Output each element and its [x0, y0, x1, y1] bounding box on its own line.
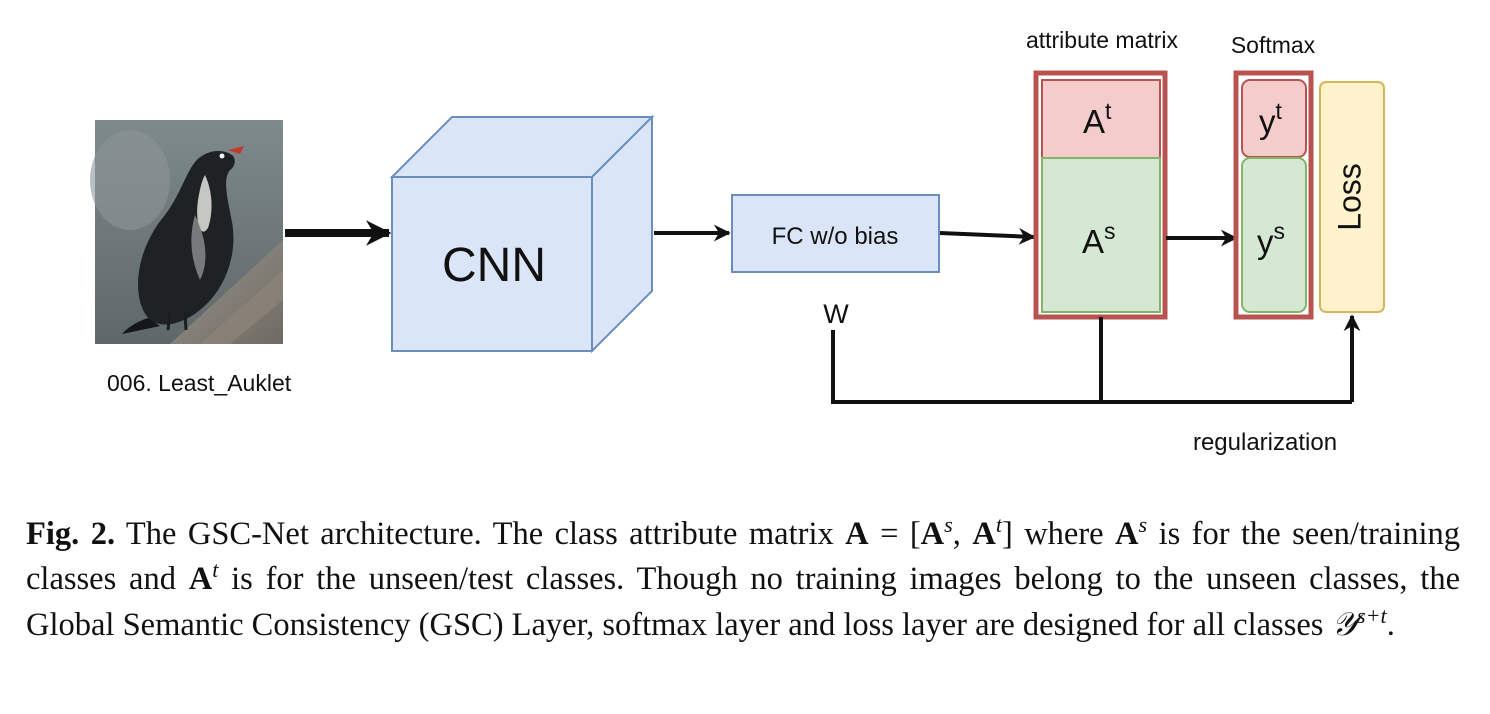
- figure-label: Fig. 2.: [26, 516, 116, 552]
- y-s-label: ys: [1257, 218, 1285, 260]
- math-A-t: A: [972, 516, 996, 552]
- fc-block: [731, 194, 940, 273]
- caption-seen: is for the seen/training classes and: [26, 516, 1461, 597]
- cnn-label: CNN: [442, 239, 546, 292]
- a-t-cell: [1041, 79, 1161, 159]
- w-label: W: [823, 299, 849, 329]
- y-s-cell: [1241, 157, 1307, 313]
- sup-t: t: [995, 511, 1002, 537]
- caption-rest: is for the unseen/test classes. Though n…: [26, 561, 1460, 643]
- image-caption: 006. Least_Auklet: [107, 370, 292, 396]
- math-calY: 𝒴: [1331, 605, 1358, 643]
- cnn-block: [389, 114, 655, 354]
- caption-eq: = [: [868, 516, 921, 552]
- attribute-matrix: [1033, 70, 1168, 320]
- math-A-s: A: [920, 516, 945, 552]
- a-s-label: As: [1082, 218, 1116, 260]
- math-A: A: [845, 516, 869, 552]
- sup-t-2: t: [212, 556, 219, 582]
- softmax-title: Softmax: [1231, 32, 1316, 58]
- loss-block: [1319, 81, 1385, 313]
- caption-comma: ,: [952, 516, 973, 552]
- a-s-cell: [1041, 157, 1161, 313]
- least-auklet-photo: [90, 120, 283, 344]
- attribute-matrix-title: attribute matrix: [1026, 27, 1179, 53]
- caption-end: .: [1386, 607, 1395, 643]
- math-A-t-2: A: [188, 561, 213, 597]
- math-A-s-2: A: [1115, 516, 1139, 552]
- fc-label: FC w/o bias: [772, 223, 899, 250]
- figure-caption: Fig. 2. The GSC-Net architecture. The cl…: [26, 512, 1460, 648]
- sup-s: s: [944, 511, 953, 537]
- softmax-block: [1233, 70, 1314, 320]
- caption-where: ] where: [1001, 516, 1116, 552]
- sup-s-2: s: [1138, 511, 1148, 537]
- caption-text: The GSC-Net architecture. The class attr…: [115, 516, 846, 552]
- loss-label: Loss: [1331, 163, 1367, 231]
- sup-s-plus-t: s+t: [1357, 602, 1387, 628]
- arrow-fc-to-attribute-matrix: [939, 227, 1036, 245]
- regularization-path: [831, 330, 1352, 404]
- a-t-label: At: [1083, 98, 1112, 140]
- y-t-label: yt: [1259, 98, 1283, 140]
- regularization-label: regularization: [1193, 429, 1337, 456]
